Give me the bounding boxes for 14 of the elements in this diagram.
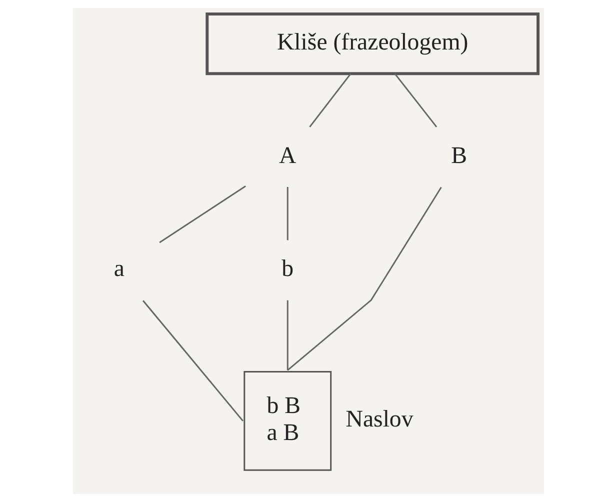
node-text: A (278, 142, 296, 169)
connector (286, 186, 442, 371)
connector (286, 187, 288, 240)
node-text: b (281, 256, 294, 282)
connector (142, 300, 243, 422)
connector (286, 300, 288, 370)
node-box: Kliše (frazeologem) (205, 12, 540, 76)
connector (394, 73, 437, 128)
node-label: Naslov (345, 406, 413, 433)
node-box: b B a B (243, 370, 332, 471)
node-text: B (450, 142, 466, 169)
connector (308, 73, 351, 128)
connector (158, 186, 246, 244)
node-text: a (113, 256, 124, 282)
